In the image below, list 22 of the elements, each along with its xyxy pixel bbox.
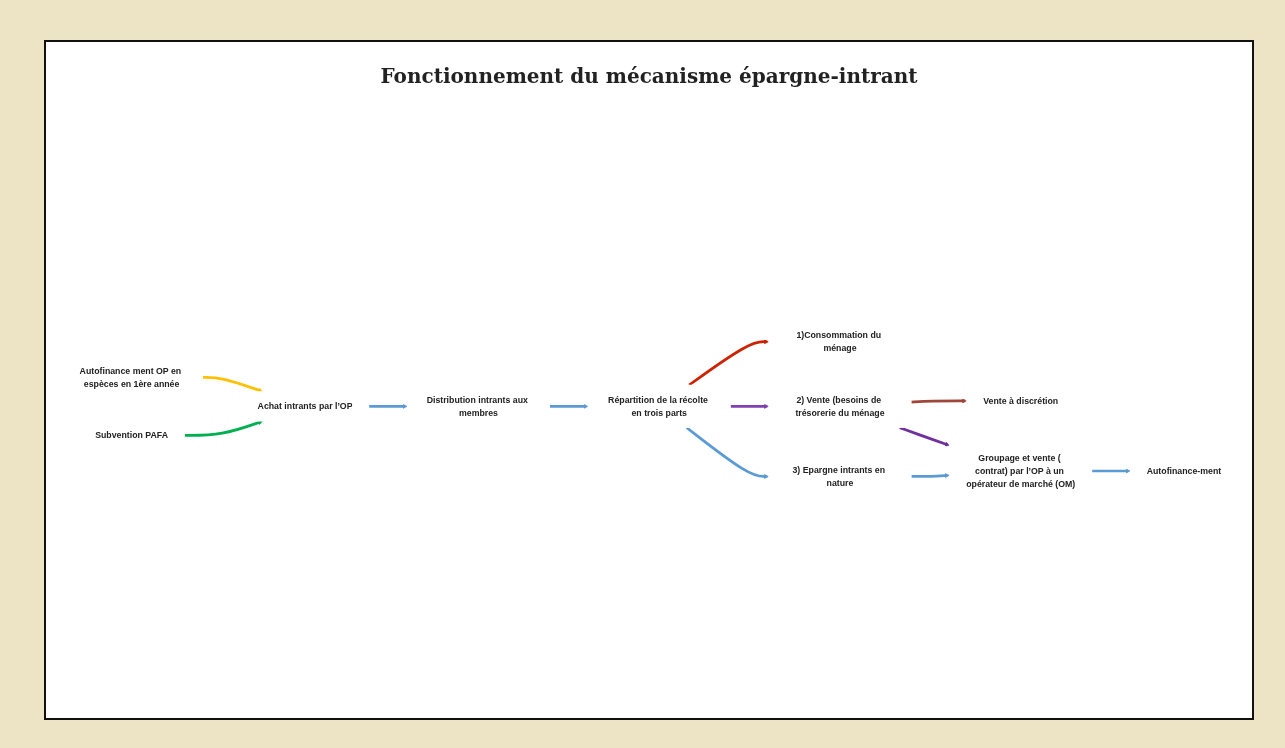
arrow [730, 404, 769, 410]
arrow [685, 427, 769, 480]
node-text: 1)Consommation du ménage [796, 330, 882, 354]
node-text: 2) Vente (besoins de trésorerie du ménage [795, 395, 885, 418]
arrow [184, 420, 263, 438]
arrow [688, 339, 769, 387]
arrow [202, 376, 263, 393]
node-text: Distribution intrants aux membres [426, 395, 528, 418]
node-text: Autofinance-ment [1146, 466, 1222, 476]
diagram-title: Fonctionnement du mécanisme épargne-intrant [379, 64, 919, 88]
arrow [549, 404, 589, 410]
node-text: Autofinance ment OP en espèces en 1ère année [79, 366, 182, 389]
node-text: Achat intrants par l’OP [257, 401, 353, 412]
arrow [368, 404, 408, 410]
node-text: Groupage et vente ( contrat) par l’OP à un opérateur de marché (OM) [966, 453, 1076, 489]
node-text: 3) Epargne intrants en nature [792, 465, 886, 488]
arrow [1091, 468, 1131, 474]
node-text: Subvention PAFA [95, 430, 169, 441]
arrow [911, 398, 967, 404]
arrow [911, 473, 950, 479]
node-text: Vente à discrétion [983, 396, 1059, 406]
node-text: Répartition de la récolte en trois parts [608, 395, 708, 418]
